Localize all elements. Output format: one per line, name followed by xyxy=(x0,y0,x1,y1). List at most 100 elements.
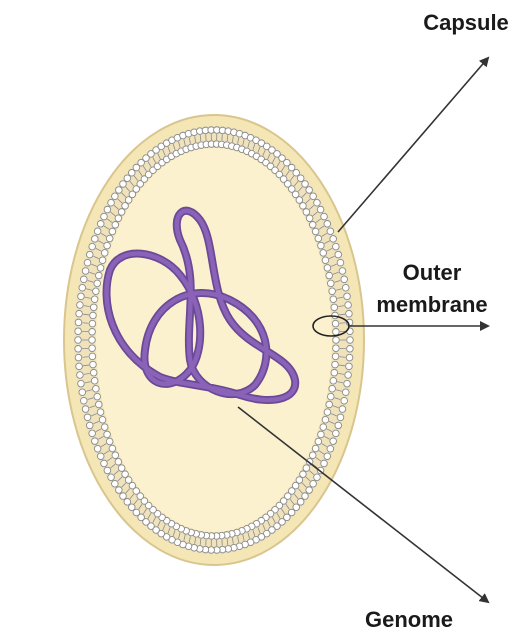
lipid-head xyxy=(109,445,116,452)
lipid-tail xyxy=(82,357,88,358)
lipid-head xyxy=(120,493,127,500)
lipid-head xyxy=(330,296,337,303)
lipid-head xyxy=(97,409,104,416)
lipid-head xyxy=(327,393,334,400)
cytoplasm xyxy=(96,148,332,532)
outer-membrane-label-line2: membrane xyxy=(376,292,487,317)
lipid-tail xyxy=(340,323,346,324)
lipid-head xyxy=(90,304,97,311)
lipid-head xyxy=(101,424,108,431)
lipid-head xyxy=(75,319,82,326)
lipid-head xyxy=(293,169,300,176)
lipid-head xyxy=(330,377,337,384)
lipid-head xyxy=(95,401,102,408)
lipid-head xyxy=(324,453,331,460)
lipid-head xyxy=(321,460,328,467)
lipid-head xyxy=(101,460,108,467)
lipid-head xyxy=(309,452,316,459)
lipid-head xyxy=(326,401,333,408)
lipid-head xyxy=(81,276,88,283)
lipid-head xyxy=(322,416,329,423)
lipid-head xyxy=(312,445,319,452)
lipid-head xyxy=(347,337,354,344)
lipid-head xyxy=(101,250,108,257)
lipid-head xyxy=(297,499,304,506)
lipid-head xyxy=(89,353,96,360)
lipid-head xyxy=(122,471,129,478)
lipid-head xyxy=(309,221,316,228)
lipid-head xyxy=(329,288,336,295)
lipid-head xyxy=(112,193,119,200)
lipid-head xyxy=(84,414,91,421)
lipid-head xyxy=(341,276,348,283)
lipid-head xyxy=(81,397,88,404)
lipid-head xyxy=(116,187,123,194)
lipid-head xyxy=(314,199,321,206)
lipid-head xyxy=(332,320,339,327)
lipid-head xyxy=(91,296,98,303)
lipid-head xyxy=(92,236,99,243)
lipid-head xyxy=(89,328,96,335)
lipid-head xyxy=(75,328,82,335)
lipid-head xyxy=(118,465,125,472)
lipid-head xyxy=(94,280,101,287)
lipid-head xyxy=(302,181,309,188)
lipid-head xyxy=(76,363,83,370)
lipid-head xyxy=(108,199,115,206)
lipid-head xyxy=(300,203,307,210)
lipid-head xyxy=(347,345,354,352)
lipid-head xyxy=(332,353,339,360)
lipid-head xyxy=(82,268,89,275)
lipid-head xyxy=(89,320,96,327)
lipid-head xyxy=(115,215,122,222)
lipid-head xyxy=(76,310,83,317)
lipid-head xyxy=(327,445,334,452)
lipid-head xyxy=(106,235,113,242)
lipid-head xyxy=(337,414,344,421)
lipid-head xyxy=(106,438,113,445)
lipid-head xyxy=(310,480,317,487)
lipid-head xyxy=(84,259,91,266)
lipid-head xyxy=(104,467,111,474)
capsule-label: Capsule xyxy=(423,10,509,35)
lipid-head xyxy=(75,345,82,352)
lipid-head xyxy=(317,206,324,213)
lipid-head xyxy=(345,302,352,309)
lipid-head xyxy=(94,445,101,452)
capsule-pointer-arrow xyxy=(338,58,488,232)
lipid-head xyxy=(310,193,317,200)
lipid-head xyxy=(128,504,135,511)
lipid-head xyxy=(332,361,339,368)
lipid-head xyxy=(344,293,351,300)
lipid-head xyxy=(306,215,313,222)
lipid-head xyxy=(324,265,331,272)
lipid-head xyxy=(320,424,327,431)
lipid-head xyxy=(302,493,309,500)
lipid-head xyxy=(95,272,102,279)
lipid-tail xyxy=(82,323,88,324)
lipid-head xyxy=(77,302,84,309)
lipid-head xyxy=(314,474,321,481)
lipid-head xyxy=(90,361,97,368)
lipid-head xyxy=(94,393,101,400)
lipid-head xyxy=(89,345,96,352)
lipid-head xyxy=(91,377,98,384)
lipid-head xyxy=(318,242,325,249)
lipid-head xyxy=(333,328,340,335)
lipid-head xyxy=(75,337,82,344)
lipid-head xyxy=(326,272,333,279)
lipid-head xyxy=(79,284,86,291)
lipid-head xyxy=(124,175,131,182)
lipid-head xyxy=(337,259,344,266)
lipid-head xyxy=(327,228,334,235)
lipid-head xyxy=(318,431,325,438)
lipid-head xyxy=(90,369,97,376)
lipid-head xyxy=(86,251,93,258)
lipid-head xyxy=(108,474,115,481)
lipid-head xyxy=(101,213,108,220)
lipid-head xyxy=(330,438,337,445)
outer-membrane-label-line1: Outer xyxy=(403,260,462,285)
lipid-head xyxy=(75,354,82,361)
lipid-head xyxy=(89,243,96,250)
